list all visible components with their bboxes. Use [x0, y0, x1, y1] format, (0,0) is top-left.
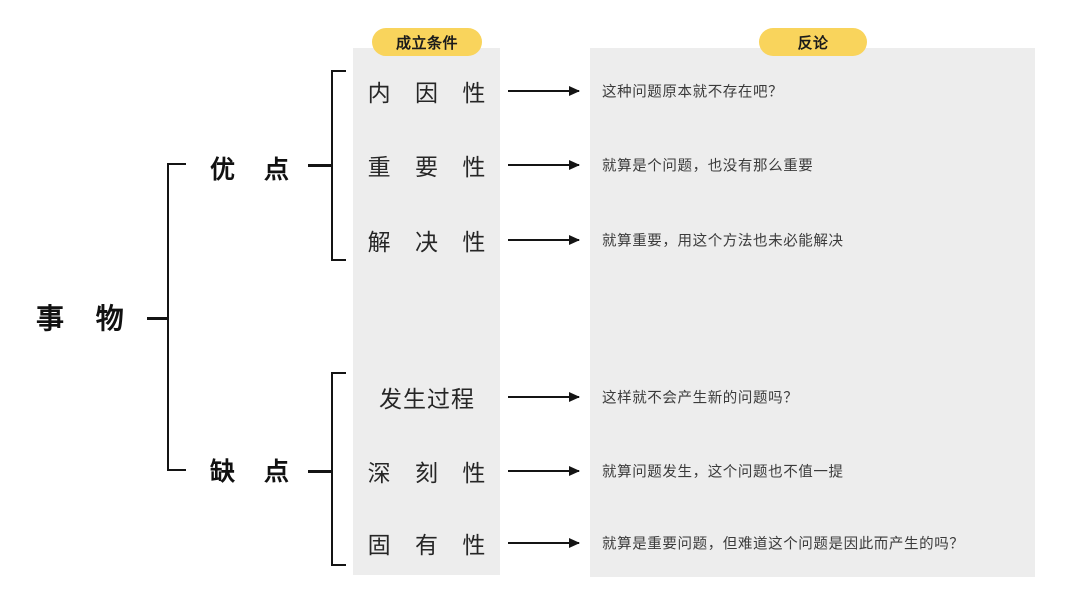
term-cons-1: 深 刻 性 — [367, 460, 495, 486]
arrow-right-icon-pros-2 — [508, 239, 579, 241]
arrow-right-icon-cons-0 — [508, 396, 579, 398]
counter-pros-1: 就算是个问题，也没有那么重要 — [602, 158, 814, 175]
counter-cons-0: 这样就不会产生新的问题吗？ — [602, 390, 799, 407]
pros-bracket — [331, 70, 346, 261]
term-pros-0: 内 因 性 — [367, 80, 495, 106]
counter-cons-2: 就算是重要问题，但难道这个问题是因此而产生的吗？ — [602, 536, 965, 553]
arrow-right-icon-cons-1 — [508, 470, 579, 472]
term-pros-2: 解 决 性 — [367, 229, 495, 255]
cons-bracket — [331, 372, 346, 566]
root-node-label: 事 物 — [36, 303, 136, 334]
pros-connector-line — [308, 164, 333, 167]
arrow-right-icon-pros-0 — [508, 90, 579, 92]
term-cons-0: 发生过程 — [379, 386, 475, 412]
term-cons-2: 固 有 性 — [367, 532, 495, 558]
arrow-right-icon-cons-2 — [508, 542, 579, 544]
root-bracket — [167, 163, 186, 471]
column-header-pill-conditions: 成立条件 — [372, 28, 482, 56]
counterargument-column-panel — [590, 48, 1035, 577]
arrow-right-icon-pros-1 — [508, 164, 579, 166]
counter-cons-1: 就算问题发生，这个问题也不值一提 — [602, 464, 844, 481]
column-header-pill-counterargument: 反论 — [759, 28, 867, 56]
branch-label-pros: 优 点 — [210, 156, 300, 184]
conditions-column-panel — [353, 48, 500, 575]
counter-pros-2: 就算重要，用这个方法也未必能解决 — [602, 233, 844, 250]
counter-pros-0: 这种问题原本就不存在吧？ — [602, 84, 784, 101]
root-connector-line — [147, 317, 169, 320]
cons-connector-line — [308, 470, 333, 473]
term-pros-1: 重 要 性 — [367, 154, 495, 180]
branch-label-cons: 缺 点 — [210, 458, 300, 486]
